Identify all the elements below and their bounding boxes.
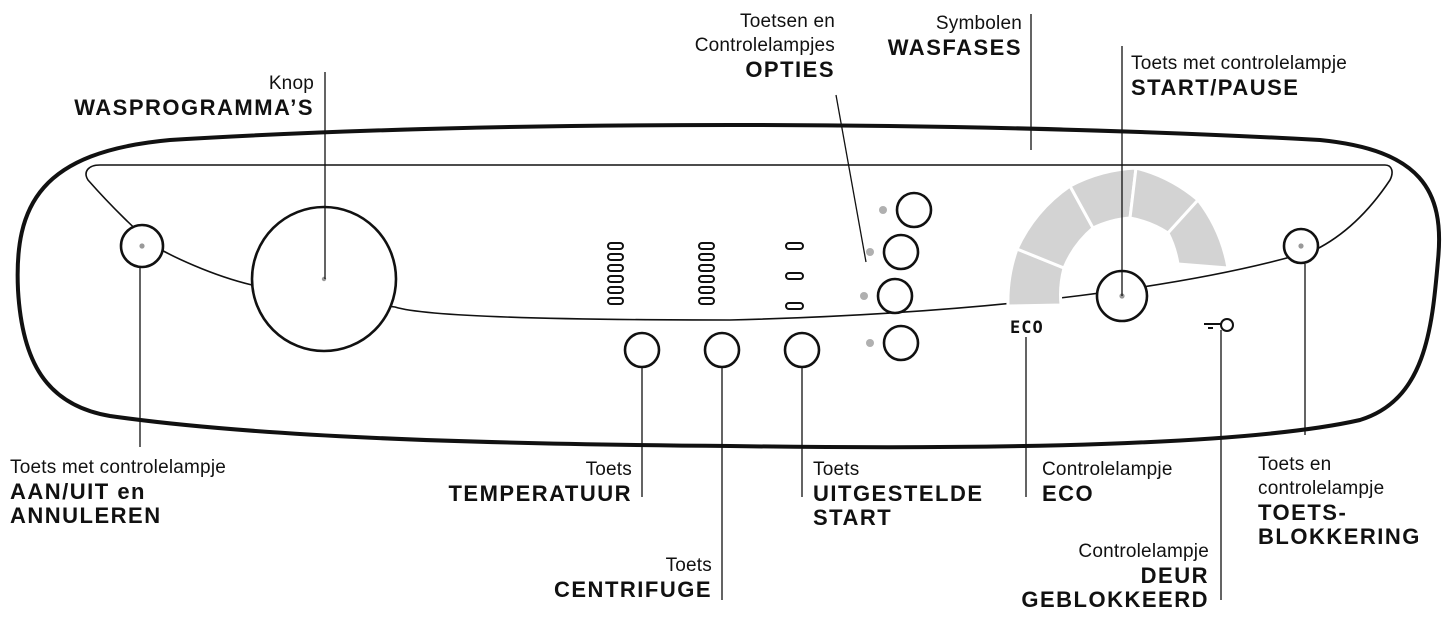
spin-button[interactable]: [703, 331, 741, 369]
label-eco-lamp: Controlelampje ECO: [1042, 459, 1173, 506]
label-on-off: Toets met controlelampje AAN/UIT en ANNU…: [10, 457, 227, 528]
option-led-1: [879, 206, 887, 214]
label-start-pause: Toets met controlelampje START/PAUSE: [1131, 53, 1348, 100]
option-led-4: [866, 339, 874, 347]
label-options: Toetsen en Controlelampjes OPTIES: [694, 11, 835, 82]
label-key-lock: Toets en controlelampje TOETS- BLOKKERIN…: [1258, 454, 1421, 549]
option-button-1[interactable]: [895, 191, 933, 229]
temperature-indicators: [607, 242, 624, 305]
delayed-start-indicators: [785, 242, 804, 310]
key-lock-led: [1298, 243, 1304, 249]
temperature-button[interactable]: [623, 331, 661, 369]
eco-symbol: ECO: [1010, 318, 1044, 338]
on-off-led: [139, 243, 145, 249]
option-led-2: [866, 248, 874, 256]
option-button-4[interactable]: [882, 324, 920, 362]
spin-indicators: [698, 242, 715, 305]
label-door-locked: Controlelampje DEUR GEBLOKKEERD: [1021, 541, 1209, 612]
label-delayed-start: Toets UITGESTELDE START: [813, 459, 984, 530]
key-icon: [1204, 318, 1234, 332]
option-button-3[interactable]: [876, 277, 914, 315]
option-led-3: [860, 292, 868, 300]
leader-lines: [139, 14, 1306, 600]
label-spin: Toets CENTRIFUGE: [554, 555, 712, 602]
option-button-2[interactable]: [882, 233, 920, 271]
panel-outline: [15, 123, 1441, 450]
label-wash-phases: Symbolen WASFASES: [887, 13, 1022, 60]
label-wash-programs: Knop WASPROGRAMMA’S: [74, 73, 314, 120]
delayed-start-button[interactable]: [783, 331, 821, 369]
label-temperature: Toets TEMPERATUUR: [448, 459, 632, 506]
wash-phase-arc: [1006, 166, 1230, 308]
